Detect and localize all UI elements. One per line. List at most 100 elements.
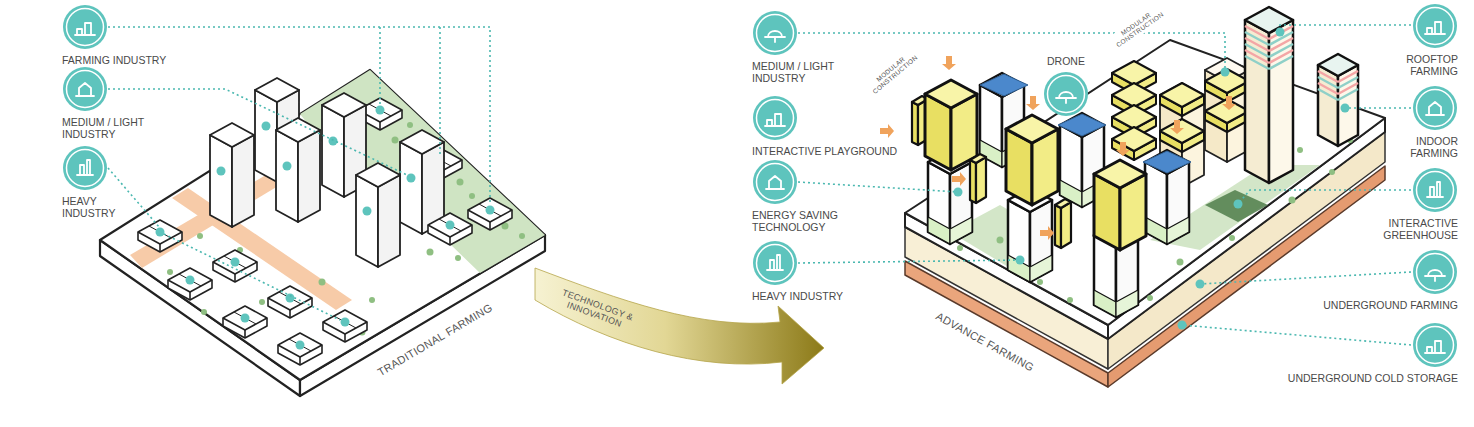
illustration-part — [1006, 115, 1058, 205]
illustration-part — [1182, 325, 1411, 345]
icon-ring — [1417, 8, 1454, 45]
illustration-part — [905, 40, 1385, 325]
icon-node: MEDIUM / LIGHT INDUSTRY — [752, 10, 852, 84]
illustration-part — [164, 234, 340, 320]
icon-glyph — [1425, 341, 1445, 353]
illustration-part — [455, 255, 461, 261]
icon-node: FARMING INDUSTRY — [62, 4, 192, 66]
illustration-part — [469, 193, 475, 199]
illustration-part — [1016, 256, 1025, 265]
icon-node: MEDIUM / LIGHT INDUSTRY — [62, 66, 162, 140]
icon-label: INTERACTIVE PLAYGROUND — [752, 145, 910, 157]
icon-ring — [1417, 90, 1454, 127]
icon-circle — [752, 95, 798, 141]
illustration-part — [259, 299, 265, 305]
illustration-part — [1200, 272, 1411, 284]
icon-circle — [752, 159, 798, 205]
icon-circle — [1043, 71, 1089, 117]
illustration-part — [201, 309, 207, 315]
icon-ring — [1417, 327, 1454, 364]
illustration-part — [356, 163, 400, 267]
illustration-part — [1026, 96, 1040, 110]
illustration-part — [1143, 151, 1191, 173]
illustration-part — [369, 297, 375, 303]
illustration-part — [1222, 96, 1236, 110]
icon-label: DRONE — [1036, 55, 1096, 67]
icon-disc — [1413, 4, 1457, 48]
illustration-part — [1196, 280, 1205, 289]
icon-label: ROOFTOP FARMING — [1378, 53, 1458, 77]
icon-circle — [1412, 249, 1458, 295]
icon-circle — [1412, 322, 1458, 368]
icon-ring — [67, 71, 104, 108]
icon-glyph — [1425, 270, 1445, 281]
icon-circle — [1412, 3, 1458, 49]
illustration-part — [1147, 295, 1153, 301]
illustration-part — [108, 168, 160, 228]
icon-glyph — [766, 176, 784, 189]
illustration-part — [197, 233, 203, 239]
icon-circle — [752, 240, 798, 286]
illustration-part — [392, 137, 399, 144]
icon-node: ROOFTOP FARMING — [1378, 3, 1458, 77]
icon-glyph — [1425, 22, 1445, 34]
illustration-part — [970, 154, 986, 203]
illustration-part — [300, 70, 545, 273]
illustration-part — [1040, 226, 1054, 240]
illustration-part — [468, 198, 512, 230]
icon-ring — [757, 100, 794, 137]
illustration-part — [980, 74, 1028, 96]
icon-disc — [1413, 86, 1457, 130]
illustration-part — [798, 182, 958, 192]
illustration-part — [100, 70, 545, 380]
illustration-part — [407, 122, 413, 128]
icon-disc — [63, 5, 107, 49]
illustration-part — [1245, 7, 1293, 183]
illustration-part — [1329, 169, 1335, 175]
icon-ring — [757, 15, 794, 52]
icon-label: HEAVY INDUSTRY — [62, 195, 124, 219]
icon-disc — [63, 146, 107, 190]
illustration-part — [1289, 197, 1296, 204]
illustration-part — [167, 269, 173, 275]
icon-ring — [1048, 76, 1085, 113]
icon-glyph — [1427, 182, 1443, 197]
icon-glyph — [1056, 92, 1076, 103]
illustration-part — [880, 124, 894, 138]
icon-glyph — [765, 114, 785, 126]
icon-label: UNDERGROUND COLD STORAGE — [1238, 372, 1458, 384]
icon-disc — [753, 96, 797, 140]
illustration-part — [1055, 199, 1071, 248]
illustration-part — [1160, 119, 1204, 152]
leader-dots — [954, 28, 1350, 330]
icon-circle — [1412, 167, 1458, 213]
illustration-part — [519, 233, 525, 239]
icon-ring — [1417, 172, 1454, 209]
illustration-part — [276, 118, 320, 222]
illustration-part — [798, 260, 1020, 263]
icon-glyph — [767, 255, 783, 270]
diagram-label: MODULAR CONSTRUCTION — [863, 45, 923, 99]
icon-circle — [62, 4, 108, 50]
illustration-part — [1205, 190, 1268, 222]
illustration-part — [108, 27, 490, 204]
illustration-part — [213, 250, 257, 282]
illustration-part — [1229, 235, 1235, 241]
icon-circle — [62, 145, 108, 191]
illustration-part — [1297, 147, 1303, 153]
icon-label: INTERACTIVE GREENHOUSE — [1348, 217, 1458, 241]
illustration-part — [1160, 83, 1204, 116]
icon-label: UNDERGROUND FARMING — [1268, 299, 1458, 311]
icon-label: FARMING INDUSTRY — [62, 54, 192, 66]
illustration-part — [798, 33, 1225, 72]
icon-disc — [753, 160, 797, 204]
transition-arrow — [535, 268, 824, 384]
icon-glyph — [1426, 102, 1444, 115]
illustration-part — [210, 123, 254, 227]
icon-node: INTERACTIVE GREENHOUSE — [1348, 167, 1458, 241]
illustration-part — [428, 213, 472, 245]
illustration-part — [1341, 104, 1350, 113]
icon-node: UNDERGROUND COLD STORAGE — [1238, 322, 1458, 384]
icon-node: ENERGY SAVING TECHNOLOGY — [752, 159, 862, 233]
